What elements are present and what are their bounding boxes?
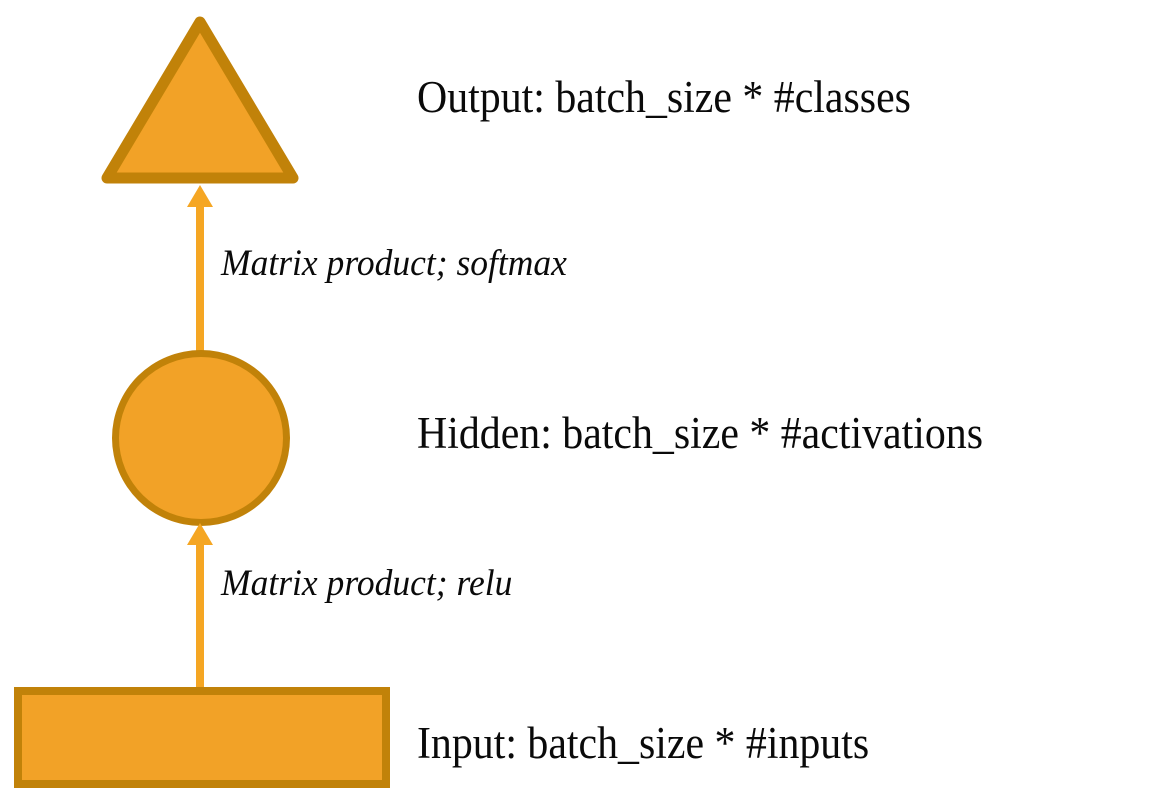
arrow-path <box>187 185 213 355</box>
hidden-layer-label: Hidden: batch_size * #activations <box>417 408 983 458</box>
output-layer-label: Output: batch_size * #classes <box>417 72 911 122</box>
hidden-circle-shape[interactable] <box>112 350 290 526</box>
input-rectangle-shape[interactable] <box>14 687 390 788</box>
input-layer-label: Input: batch_size * #inputs <box>417 718 870 768</box>
arrow-path <box>187 523 213 691</box>
up-arrow-icon-relu[interactable] <box>182 521 218 691</box>
up-arrow-icon-softmax[interactable] <box>182 183 218 355</box>
triangle-path <box>101 16 299 184</box>
output-triangle-shape[interactable] <box>100 14 300 186</box>
edge-label-softmax: Matrix product; softmax <box>221 243 567 284</box>
edge-label-relu: Matrix product; relu <box>221 563 513 604</box>
